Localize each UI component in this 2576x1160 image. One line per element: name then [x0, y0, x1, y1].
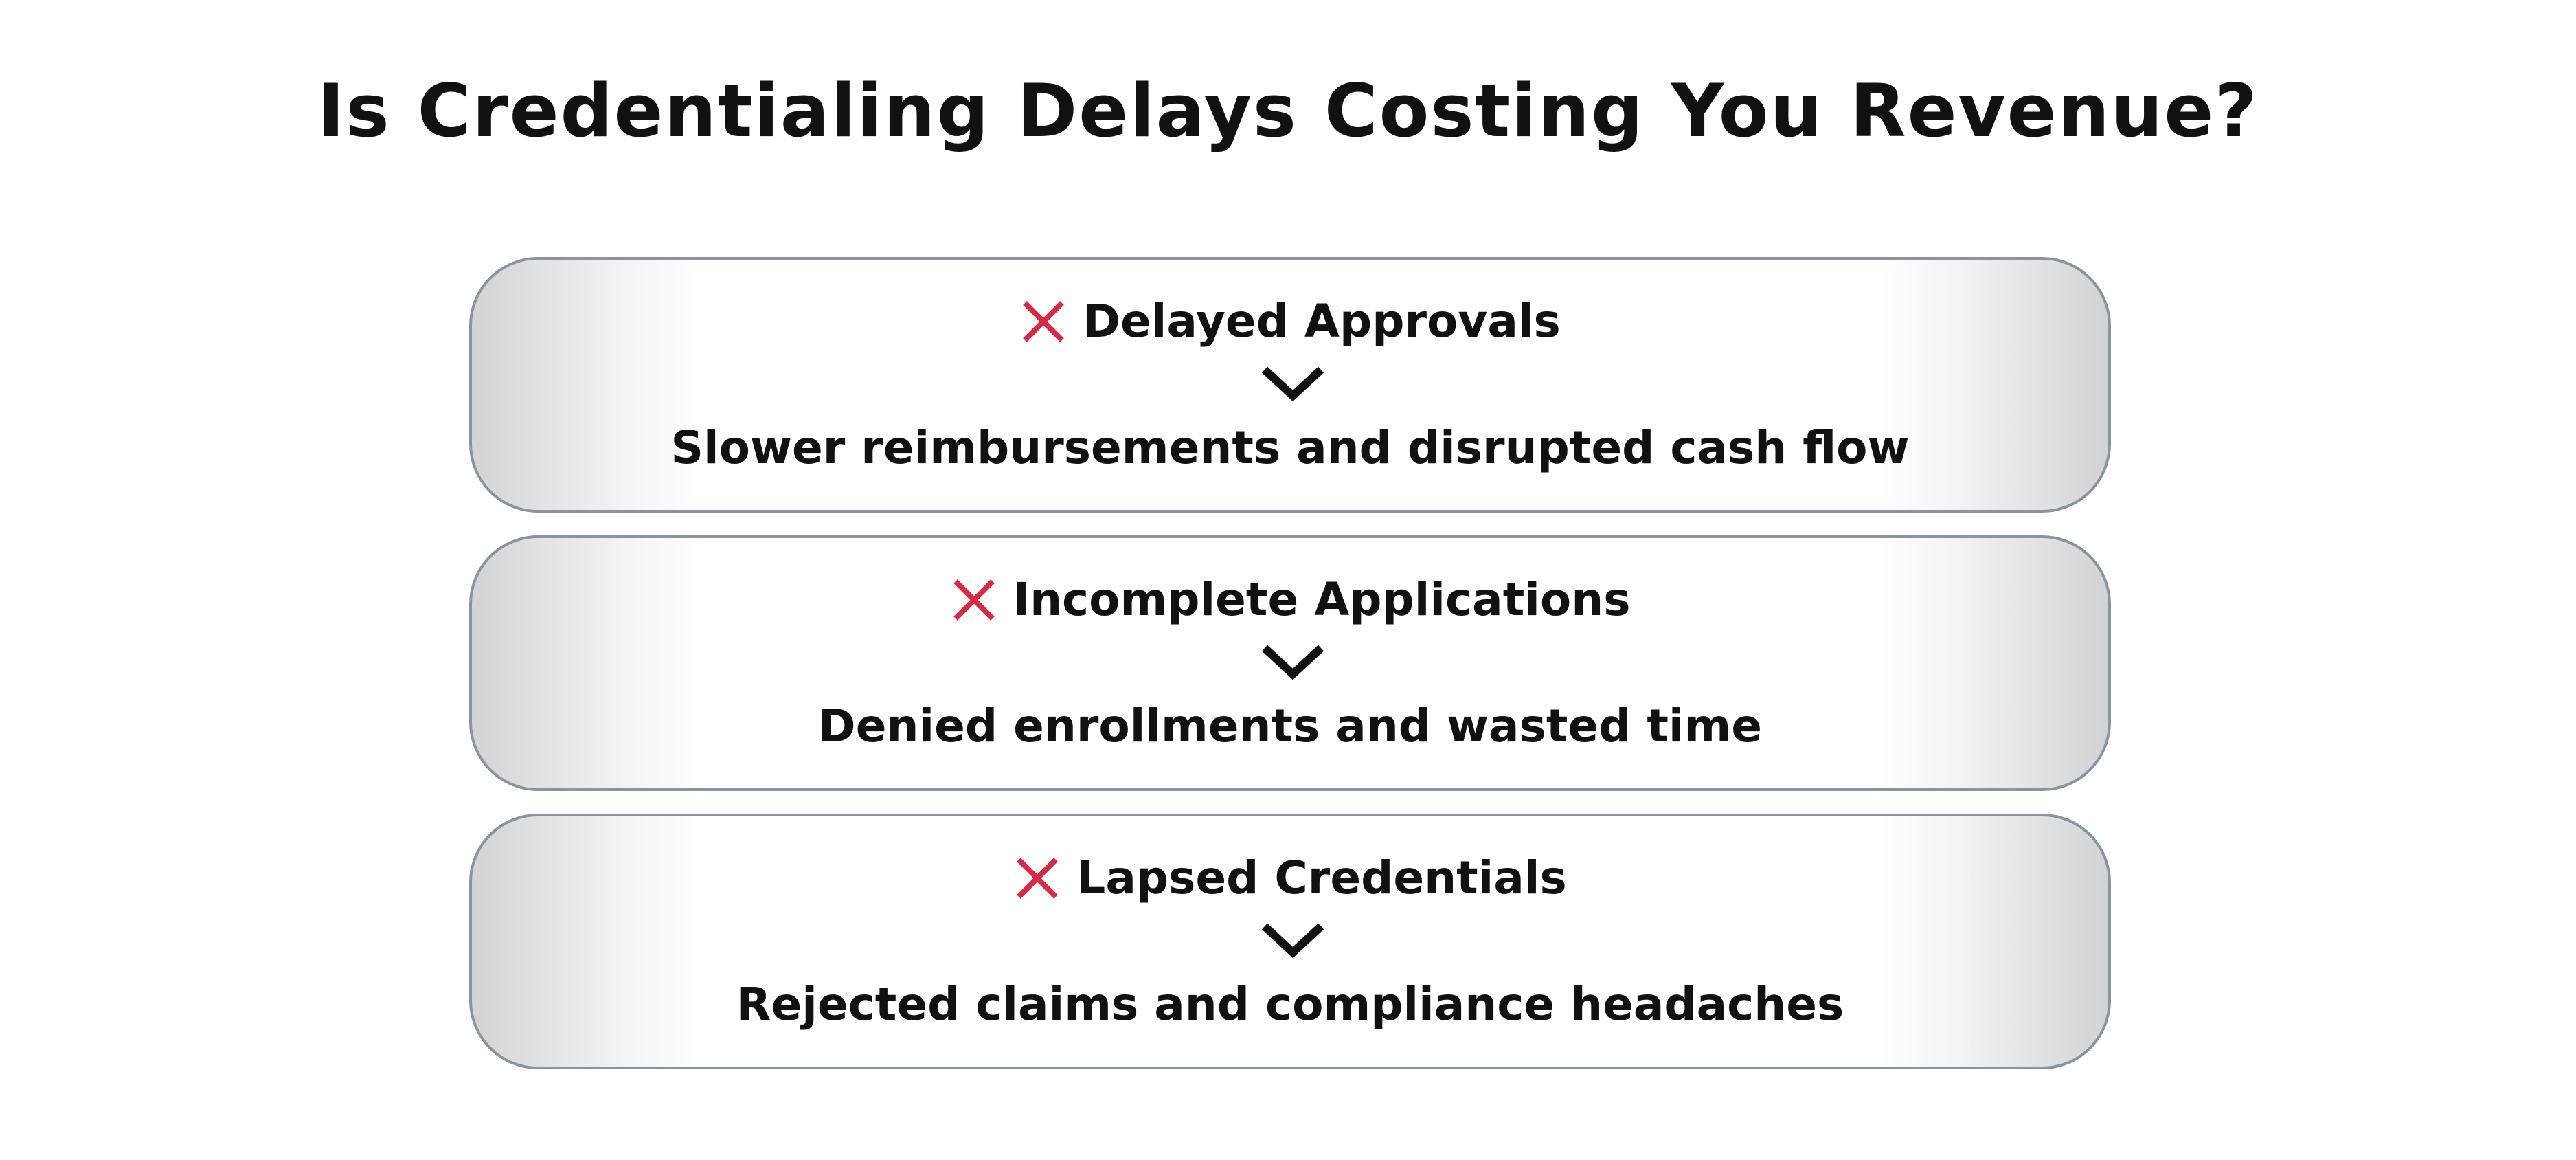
chevron-down-icon	[1261, 923, 1324, 959]
effect-label: Rejected claims and compliance headaches	[736, 978, 1844, 1031]
problem-line: Delayed Approvals	[472, 289, 2108, 355]
problem-line: Incomplete Applications	[472, 567, 2108, 633]
problem-label: Lapsed Credentials	[1076, 851, 1567, 904]
x-mark-icon	[1023, 301, 1065, 342]
problem-card-lapsed-credentials: Lapsed Credentials Rejected claims and c…	[469, 814, 2111, 1069]
problem-card-incomplete-applications: Incomplete Applications Denied enrollmen…	[469, 535, 2111, 791]
problem-line: Lapsed Credentials	[472, 845, 2108, 911]
chevron-down-icon	[1261, 366, 1324, 402]
effect-label: Slower reimbursements and disrupted cash…	[670, 421, 1910, 474]
x-mark-icon	[953, 579, 995, 621]
problem-card-delayed-approvals: Delayed Approvals Slower reimbursements …	[469, 257, 2111, 513]
page-title: Is Credentialing Delays Costing You Reve…	[317, 69, 2259, 153]
problem-label: Incomplete Applications	[1013, 573, 1631, 626]
problem-label: Delayed Approvals	[1083, 295, 1561, 348]
problem-card-list: Delayed Approvals Slower reimbursements …	[469, 257, 2111, 1092]
effect-label: Denied enrollments and wasted time	[817, 700, 1763, 752]
chevron-down-icon	[1261, 645, 1324, 680]
x-mark-icon	[1017, 858, 1059, 899]
